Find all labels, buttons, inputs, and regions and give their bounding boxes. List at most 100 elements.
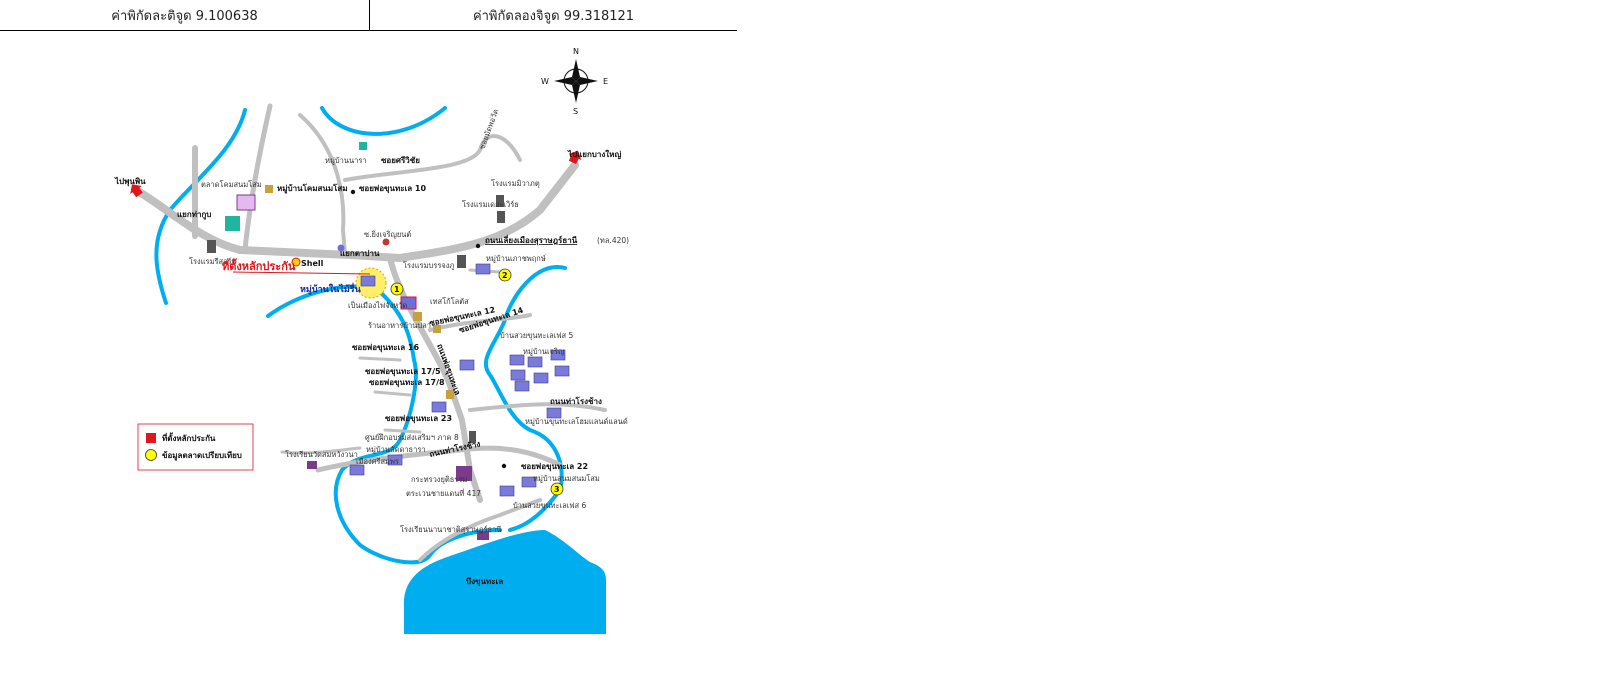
village-icons (349, 263, 570, 497)
road-upper-left (242, 103, 273, 253)
road-west-spur (280, 446, 362, 455)
label-soi-17a: ซอยพ่อขุนทะเล 17/5 (365, 367, 441, 377)
house-icon (554, 365, 570, 377)
house-icon (510, 369, 526, 381)
label-village-khunthale: หมู่บ้านขุนทะเลโฮมแลนด์แลนด์ (525, 417, 628, 426)
bank-icon (225, 216, 240, 231)
house-icon (546, 407, 562, 419)
direction-arrow-west (130, 184, 143, 198)
road-south (418, 498, 542, 562)
house-icon (387, 454, 403, 466)
label-lake: บึงขุนทะเล (466, 577, 503, 587)
market-marker-3: 3 (550, 482, 564, 496)
building-icon (457, 255, 466, 268)
road-rongchang (315, 445, 563, 473)
label-to-bang-yai: ไปแยกบางใหญ่ (567, 149, 621, 160)
map-labels: ไปพุนพิน ไปแยกบางใหญ่ แยกท่ากูบ ตลาดโคมส… (114, 108, 629, 587)
school-icon (307, 461, 317, 469)
label-village-khong: หมู่บ้านโคมสนมโสม (277, 183, 348, 194)
building-icon (207, 240, 216, 253)
label-village-mai: หมู่บ้านในไม้รื่น (300, 282, 362, 295)
house-icon (521, 476, 537, 488)
road-north-right (343, 134, 522, 182)
road-minor-2 (373, 390, 412, 397)
svg-text:1: 1 (394, 285, 400, 294)
label-hotel-wichai: โรงแรมมิวาภตุ (491, 179, 540, 188)
house-icon (533, 372, 549, 384)
label-talat-khlong: ตลาดโคมสนมโสม (201, 180, 262, 189)
building-icons (207, 142, 505, 540)
label-kaeng-junction: แยกตาปาน (340, 249, 380, 258)
label-soi-23: ซอยพ่อขุนทะเล 23 (385, 414, 452, 424)
label-soi-16: ซอยพ่อขุนทะเล 16 (352, 343, 419, 353)
shell-icon (291, 257, 301, 267)
label-village-6: บ้านสวยขุนทะเลเฟส 6 (513, 501, 587, 510)
direction-arrow-east (568, 150, 582, 165)
legend-asset-swatch (146, 433, 156, 443)
label-village-sanom: หมู่บ้านสนมสนมโสม (533, 474, 600, 483)
point-icon (337, 244, 345, 252)
house-icon (360, 275, 376, 287)
road-north-center (298, 113, 347, 257)
river-north (320, 106, 447, 136)
shop-icon (400, 296, 417, 310)
market-marker-2: 2 (498, 268, 512, 282)
label-village-5: บ้านสวยขุนทะเลเฟส 5 (500, 331, 574, 340)
label-tesco: เทสโก้โลตัส (430, 297, 469, 306)
river-northwest (154, 108, 247, 305)
school-icon (477, 531, 489, 540)
label-soi-top: ซอยมัดพอ่วัด (477, 108, 500, 151)
road-east-bottom (468, 402, 607, 412)
house-icon (349, 464, 365, 476)
compass-rose: N S E W (541, 47, 608, 116)
coordinate-bar: ค่าพิกัดละติจูด 9.100638 ค่าพิกัดลองจิจู… (0, 0, 737, 31)
house-icon (499, 485, 515, 497)
legend-item-market: ข้อมูลตลาดเปรียบเทียบ (162, 450, 242, 461)
label-soi-10: ซอยพ่อขุนทะเล 10 (359, 184, 426, 194)
label-center-8: ศูนย์ฝึกอบรมส่งเสริมฯ ภาค 8 (365, 433, 459, 442)
map-legend: ที่ตั้งหลักประกัน ข้อมูลตลาดเปรียบเทียบ (137, 423, 254, 471)
point-icon (382, 238, 390, 246)
fuel-icon (265, 185, 273, 193)
road-minor-1 (358, 356, 402, 362)
road-east-branch (428, 313, 532, 332)
label-asset-location: ที่ตั้งหลักประกัน (222, 258, 296, 273)
label-hotel-left: โรงแรมรีสอร์ท (189, 257, 237, 266)
label-shop: ร้านอาหารบ้านปลา (368, 321, 431, 330)
house-icon (527, 356, 543, 368)
location-map: N S E W 1 2 3 (114, 47, 629, 634)
main-highway (132, 161, 579, 262)
house-icon (475, 263, 491, 275)
lake-shape (403, 530, 606, 634)
house-icon (459, 359, 475, 371)
label-village-nara: หมู่บ้านนารา (325, 156, 367, 165)
label-khun-thale-junction: แยกท่ากูบ (177, 210, 211, 220)
label-prison: ตระเวนชายแดนที่ 417 (406, 488, 481, 498)
compass-s: S (573, 107, 578, 116)
building-icon (496, 195, 504, 207)
label-to-phunphin: ไปพุนพิน (114, 176, 146, 187)
svg-text:3: 3 (554, 485, 560, 494)
prison-icon (456, 466, 472, 481)
label-school-bottom: โรงเรียนนานาชาติสุราษฎร์ธานี (400, 525, 501, 534)
label-hotel-center: โรงแรมบรรจงภู (403, 261, 454, 270)
label-soi-1: ซอยศรีวิชัย (381, 155, 420, 165)
house-icon (514, 380, 530, 392)
shop-icon (413, 312, 422, 321)
label-road-rongchang: ถนนท่าโรงช้าง (550, 396, 602, 406)
label-shell: Shell (301, 259, 324, 268)
label-ministry: กระทรวงยุติธรรม (411, 475, 467, 484)
label-main-road-number: (ทล.420) (597, 236, 629, 245)
label-hotel-2: โรงแรมเดอะเวิร์ธ (462, 200, 519, 209)
svg-text:2: 2 (502, 271, 508, 280)
junction-dots (350, 189, 507, 469)
longitude-label: ค่าพิกัดลองจิจูด 99.318121 (472, 8, 635, 24)
bank-icon (359, 142, 367, 150)
house-icon (550, 349, 566, 361)
house-icon (431, 401, 447, 413)
label-phuket: เป็นเมืองไฟจังหวัด (348, 300, 407, 310)
building-icon (497, 211, 505, 223)
roads (132, 103, 607, 562)
shop-icon (433, 325, 441, 333)
latitude-label: ค่าพิกัดละติจูด 9.100638 (0, 0, 370, 30)
